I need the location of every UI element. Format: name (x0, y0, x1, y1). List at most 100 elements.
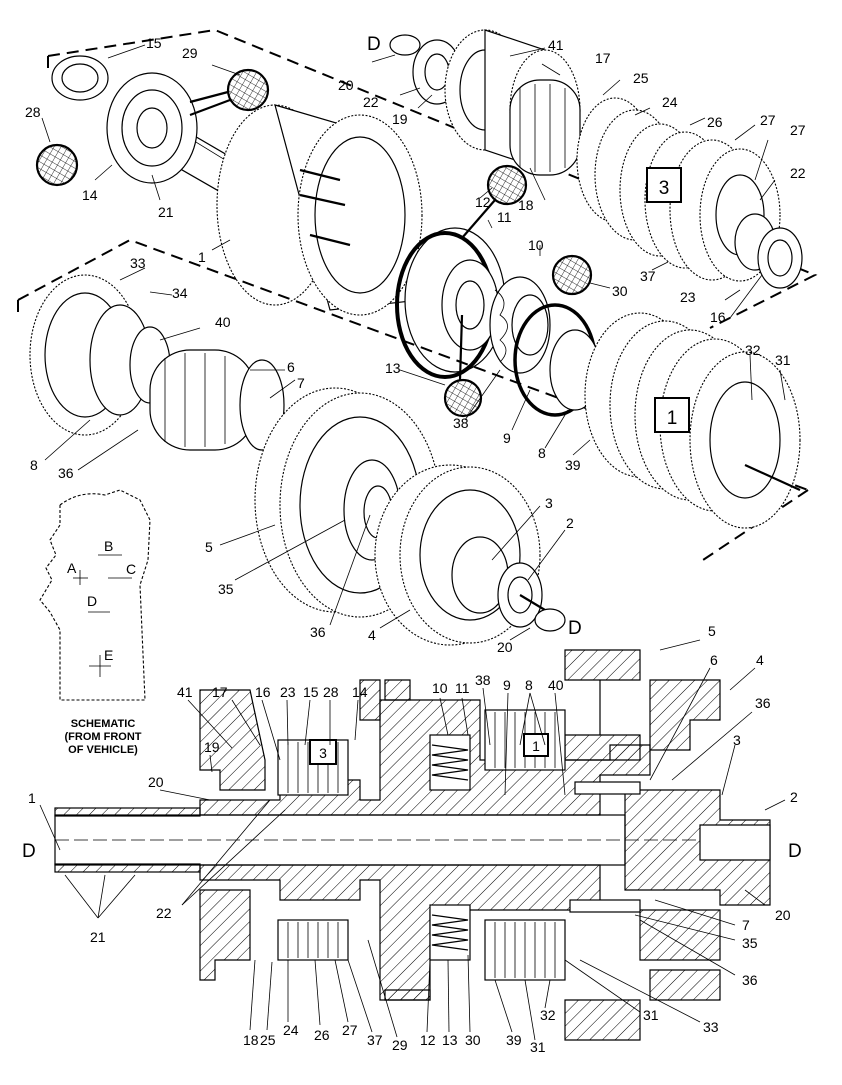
sec-callout-15: 15 (303, 684, 319, 700)
part-hub-14 (106, 72, 198, 184)
group-label-1-section: 1 (532, 738, 540, 754)
callout-6: 6 (287, 359, 295, 375)
part-snap-ring-20 (389, 34, 421, 56)
group-label-3-top: 3 (659, 178, 670, 199)
detail-circle-28 (35, 143, 79, 187)
callout-12: 12 (475, 194, 491, 210)
callout-17: 17 (595, 50, 611, 66)
callouts-section: 41 17 16 23 15 28 14 10 11 38 9 8 40 5 6… (22, 623, 802, 1055)
sec-callout-29: 29 (392, 1037, 408, 1053)
callout-16: 16 (710, 309, 726, 325)
callout-23: 23 (680, 289, 696, 305)
callout-22: 22 (363, 94, 379, 110)
sec-callout-4: 4 (756, 652, 764, 668)
section-gear-5-lower (564, 999, 641, 1041)
callout-7: 7 (297, 375, 305, 391)
sec-callout-26: 26 (314, 1027, 330, 1043)
callout-36b: 36 (310, 624, 326, 640)
detail-circle-30 (551, 254, 593, 296)
part-hub-11 (395, 227, 506, 379)
top-assembly-group: 3 (35, 28, 818, 418)
section-output-flange (624, 789, 771, 906)
sec-callout-16: 16 (255, 684, 271, 700)
part-bearing-15 (51, 55, 109, 101)
schematic-head-view: A B C D E SCHEMATIC (FROM FRONT OF VEHIC… (39, 489, 151, 756)
leader-lines-bottom (249, 939, 551, 1041)
sec-callout-33: 33 (703, 1019, 719, 1035)
sec-callout-22: 22 (156, 905, 172, 921)
callout-20b: 20 (497, 639, 513, 655)
section-mark-d-left: D (22, 841, 36, 862)
group-box-1-section (523, 733, 549, 757)
sec-callout-10: 10 (432, 680, 448, 696)
callout-20: 20 (338, 77, 354, 93)
sec-callout-41: 41 (177, 684, 193, 700)
callout-13: 13 (385, 360, 401, 376)
sec-callout-1: 1 (28, 790, 36, 806)
callout-38: 38 (453, 415, 469, 431)
callout-18: 18 (518, 197, 534, 213)
sec-callout-13: 13 (442, 1032, 458, 1048)
part-piston-10 (489, 276, 551, 374)
part-spline-6 (149, 349, 285, 451)
detail-circle-12 (486, 164, 528, 206)
callout-21: 21 (158, 204, 174, 220)
callout-1: 1 (198, 249, 206, 265)
schematic-caption-3: OF VEHICLE) (68, 744, 138, 756)
part-clutch-drum (216, 104, 423, 316)
sec-callout-35: 35 (742, 935, 758, 951)
sec-callout-31: 31 (643, 1007, 659, 1023)
callout-36a: 36 (58, 465, 74, 481)
callout-24: 24 (662, 94, 678, 110)
section-gear-41 (199, 689, 266, 791)
sec-callout-20-right: 20 (775, 907, 791, 923)
schematic-caption-1: SCHEMATIC (71, 718, 136, 730)
part-plates-24-27 (576, 97, 781, 282)
section-mark-d-top: D (367, 34, 381, 55)
callout-8b: 8 (538, 445, 546, 461)
sec-callout-14: 14 (352, 684, 368, 700)
callout-14: 14 (82, 187, 98, 203)
group-boundary-top (47, 28, 818, 329)
callout-2: 2 (566, 515, 574, 531)
callout-9: 9 (503, 430, 511, 446)
part-snap-ring-20-lower (534, 608, 566, 632)
callout-22b: 22 (790, 165, 806, 181)
sec-callout-39: 39 (506, 1032, 522, 1048)
section-gear-4-lower (649, 969, 721, 1001)
section-mark-d-right: D (568, 618, 582, 639)
sec-callout-12: 12 (420, 1032, 436, 1048)
sec-callout-9: 9 (503, 677, 511, 693)
section-gear-5 (564, 649, 641, 761)
callout-29: 29 (182, 45, 198, 61)
sec-callout-21: 21 (90, 929, 106, 945)
sec-callout-24: 24 (283, 1022, 299, 1038)
part-spline-17 (509, 79, 581, 176)
callout-26: 26 (707, 114, 723, 130)
sec-callout-38: 38 (475, 672, 491, 688)
section-mark-d-section-right: D (788, 841, 802, 862)
callout-40: 40 (215, 314, 231, 330)
callout-30: 30 (612, 283, 628, 299)
sec-callout-23: 23 (280, 684, 296, 700)
callout-35: 35 (218, 581, 234, 597)
callout-41: 41 (548, 37, 564, 53)
sec-callout-28: 28 (323, 684, 339, 700)
sec-callout-25: 25 (260, 1032, 276, 1048)
sec-callout-31b: 31 (530, 1039, 546, 1055)
sec-callout-30: 30 (465, 1032, 481, 1048)
callout-27b: 27 (790, 122, 806, 138)
group-label-1-top: 1 (667, 408, 678, 429)
section-view: 3 1 (54, 649, 771, 1041)
group-box-1-top (654, 397, 690, 433)
sec-callout-17: 17 (212, 684, 228, 700)
sec-callout-2: 2 (790, 789, 798, 805)
sec-callout-19: 19 (204, 739, 220, 755)
sec-callout-6: 6 (710, 652, 718, 668)
group-box-3-section (309, 739, 337, 765)
sec-callout-32: 32 (540, 1007, 556, 1023)
callout-33: 33 (130, 255, 146, 271)
callout-11: 11 (497, 209, 512, 225)
